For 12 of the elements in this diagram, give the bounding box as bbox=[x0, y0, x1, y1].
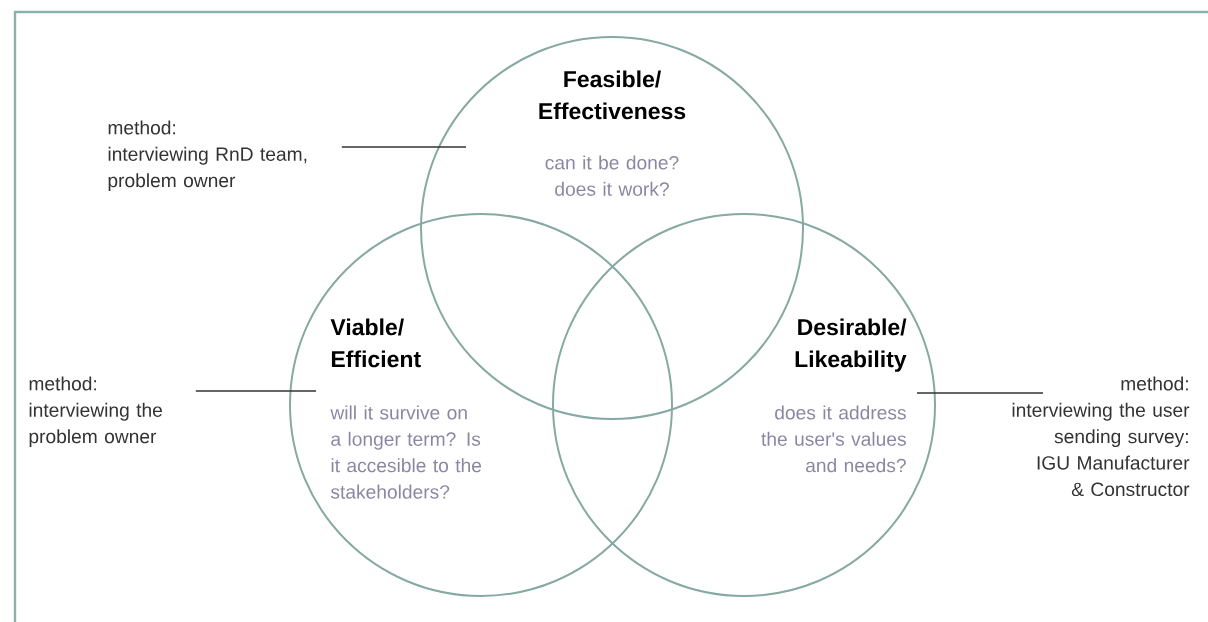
leader-line bbox=[916, 392, 1044, 394]
circle-description: can it be done? does it work? bbox=[545, 155, 679, 196]
circle-description: will it survive on a longer term? Is it accesible to the stakeholders? bbox=[330, 405, 482, 499]
circle-heading: Viable/ Efficient bbox=[330, 318, 421, 368]
circle-heading: Feasible/ Effectiveness bbox=[539, 70, 686, 120]
method-note: method: interviewing the problem owner bbox=[29, 376, 162, 448]
method-note: method: interviewing RnD team, problem owner bbox=[108, 120, 307, 192]
leader-line bbox=[341, 146, 467, 148]
circle-heading: Desirable/ Likeability bbox=[795, 318, 907, 372]
method-note: method: interviewing the user sending survey: IGU Manufacturer & Constructor bbox=[1012, 376, 1190, 497]
leader-line bbox=[195, 390, 317, 392]
circle-description: does it address the user's values and needs? bbox=[761, 405, 906, 473]
